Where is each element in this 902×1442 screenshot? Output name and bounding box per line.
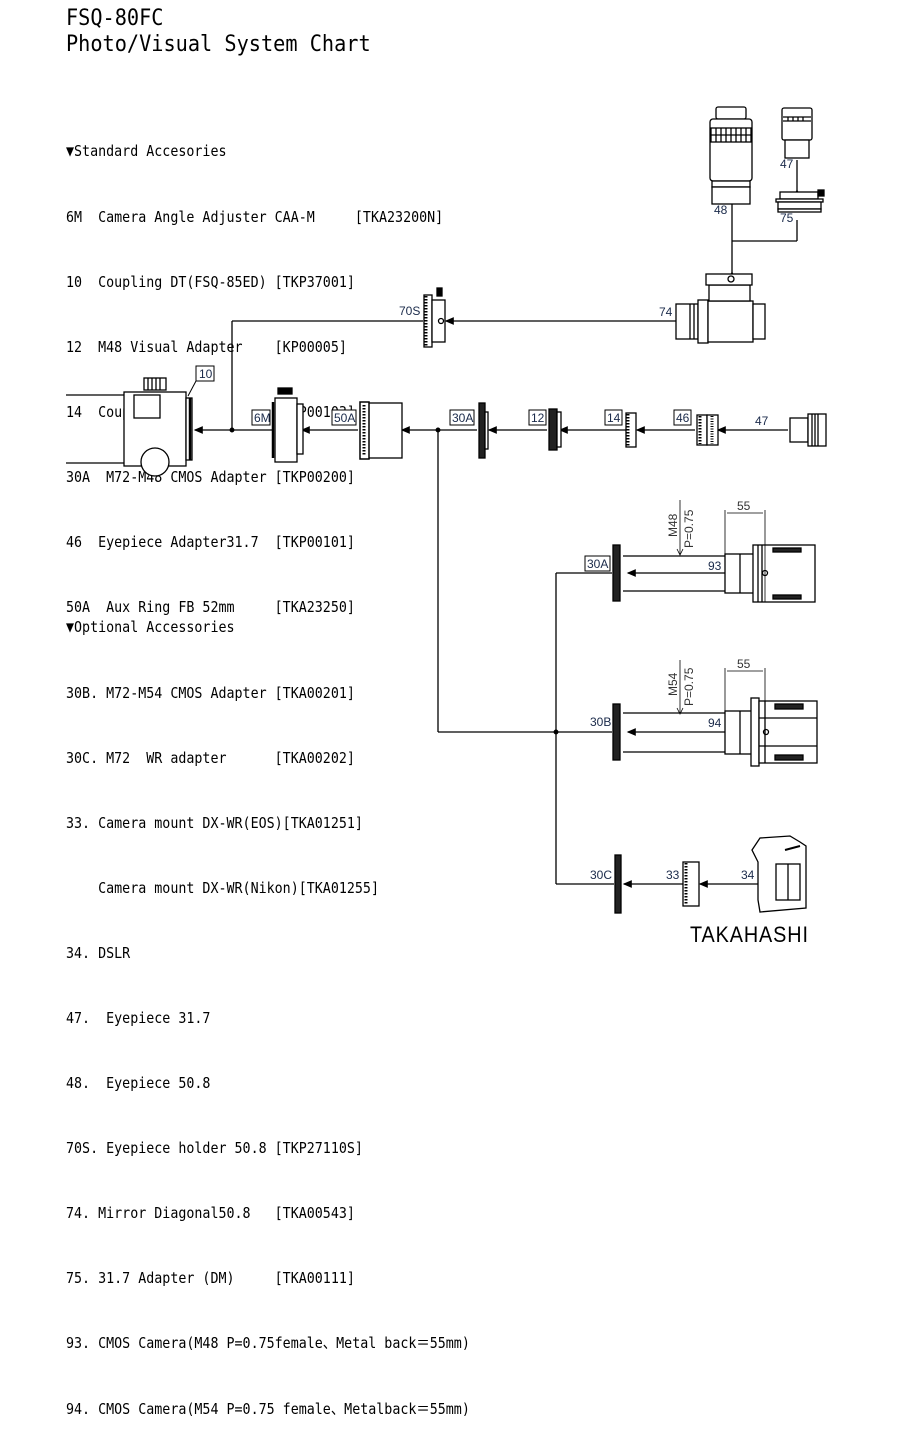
thread-label-93: M48	[666, 513, 680, 537]
part-label-12: 12	[531, 411, 545, 425]
eyepiece-31-7-drawing	[789, 413, 827, 447]
part-label-93: 93	[708, 559, 722, 573]
accessory-item: 30B. M72-M54 CMOS Adapter [TKA00201]	[66, 683, 355, 702]
brand-logo-text: TAKAHASHI	[690, 922, 809, 947]
cmos-camera-93-drawing	[612, 500, 816, 603]
chart-title: Photo/Visual System Chart	[66, 32, 371, 57]
part-label-33: 33	[666, 868, 680, 882]
accessory-item: 10 Coupling DT(FSQ-85ED) [TKP37001]	[66, 272, 355, 291]
telescope-focuser-drawing	[66, 377, 193, 477]
part-label-30c: 30C	[590, 868, 612, 882]
eyepiece-adapter-drawing	[696, 414, 719, 446]
accessory-item: 12 M48 Visual Adapter [KP00005]	[66, 337, 347, 356]
eyepiece-50-8-drawing	[709, 106, 753, 205]
model-title: FSQ-80FC	[66, 6, 164, 31]
part-label-46: 46	[676, 411, 690, 425]
thread-label-94: M54	[666, 672, 680, 696]
part-label-70s: 70S	[399, 304, 420, 318]
accessory-item: Camera mount DX-WR(Nikon)[TKA01255]	[66, 878, 379, 897]
part-label-75: 75	[780, 211, 794, 225]
accessory-item: 93. CMOS Camera(M48 P=0.75female、Metal b…	[66, 1334, 470, 1353]
part-label-14: 14	[607, 411, 621, 425]
adapter-31-7-drawing	[775, 189, 825, 213]
accessory-item: 48. Eyepiece 50.8	[66, 1074, 211, 1093]
pitch-label-94: P=0.75	[682, 667, 696, 706]
part-label-30a-camera: 30A	[587, 557, 608, 571]
backfocus-label-93: 55	[737, 499, 751, 513]
part-label-50a: 50A	[334, 411, 355, 425]
accessory-item: 6M Camera Angle Adjuster CAA-M [TKA23200…	[66, 207, 444, 226]
dslr-drawing	[751, 835, 807, 913]
accessory-item: 47. Eyepiece 31.7	[66, 1008, 211, 1027]
part-label-94: 94	[708, 716, 722, 730]
camera-angle-adjuster-drawing	[271, 387, 304, 463]
pitch-label-93: P=0.75	[682, 509, 696, 548]
mirror-diagonal-drawing	[675, 273, 766, 344]
accessory-item: 33. Camera mount DX-WR(EOS)[TKA01251]	[66, 813, 363, 832]
accessory-item: 74. Mirror Diagonal50.8 [TKA00543]	[66, 1204, 355, 1223]
m48-visual-adapter-drawing	[548, 408, 562, 451]
part-label-10: 10	[199, 367, 213, 381]
standard-accessories-heading: ▼Standard Accesories	[66, 142, 227, 161]
part-label-30b: 30B	[590, 715, 611, 729]
camera-mount-33-drawing	[682, 861, 700, 907]
backfocus-label-94: 55	[737, 657, 751, 671]
optional-accessories-heading: ▼Optional Accessories	[66, 618, 235, 637]
wr-adapter-30c-drawing	[614, 854, 622, 914]
accessory-item: 50A Aux Ring FB 52mm [TKA23250]	[66, 598, 355, 617]
system-diagram: 10 6M 50A 30A 12 14 46 47 70S 74 48 47 7…	[66, 106, 827, 914]
coupling-s-drawing	[625, 412, 637, 448]
accessory-item: 30A M72-M48 CMOS Adapter [TKP00200]	[66, 467, 355, 486]
accessory-item: 75. 31.7 Adapter (DM) [TKA00111]	[66, 1269, 355, 1288]
part-label-6m: 6M	[254, 411, 271, 425]
part-label-34: 34	[741, 868, 755, 882]
part-label-47-main: 47	[755, 414, 769, 428]
accessory-item: 70S. Eyepiece holder 50.8 [TKP27110S]	[66, 1139, 363, 1158]
accessory-item: 46 Eyepiece Adapter31.7 [TKP00101]	[66, 532, 355, 551]
accessory-item: 94. CMOS Camera(M54 P=0.75 female、Metalb…	[66, 1399, 470, 1418]
cmos-adapter-30a-drawing	[478, 402, 489, 459]
part-label-74: 74	[659, 305, 673, 319]
aux-ring-drawing	[359, 401, 403, 460]
accessory-item: 30C. M72 WR adapter [TKA00202]	[66, 748, 355, 767]
cmos-camera-94-drawing	[612, 660, 818, 767]
eyepiece-holder-drawing	[423, 287, 446, 348]
part-label-48: 48	[714, 203, 728, 217]
eyepiece-31-7-top-drawing	[781, 107, 813, 159]
part-label-30a-main: 30A	[452, 411, 473, 425]
part-label-47-top: 47	[780, 157, 794, 171]
connection-lines	[193, 160, 801, 888]
